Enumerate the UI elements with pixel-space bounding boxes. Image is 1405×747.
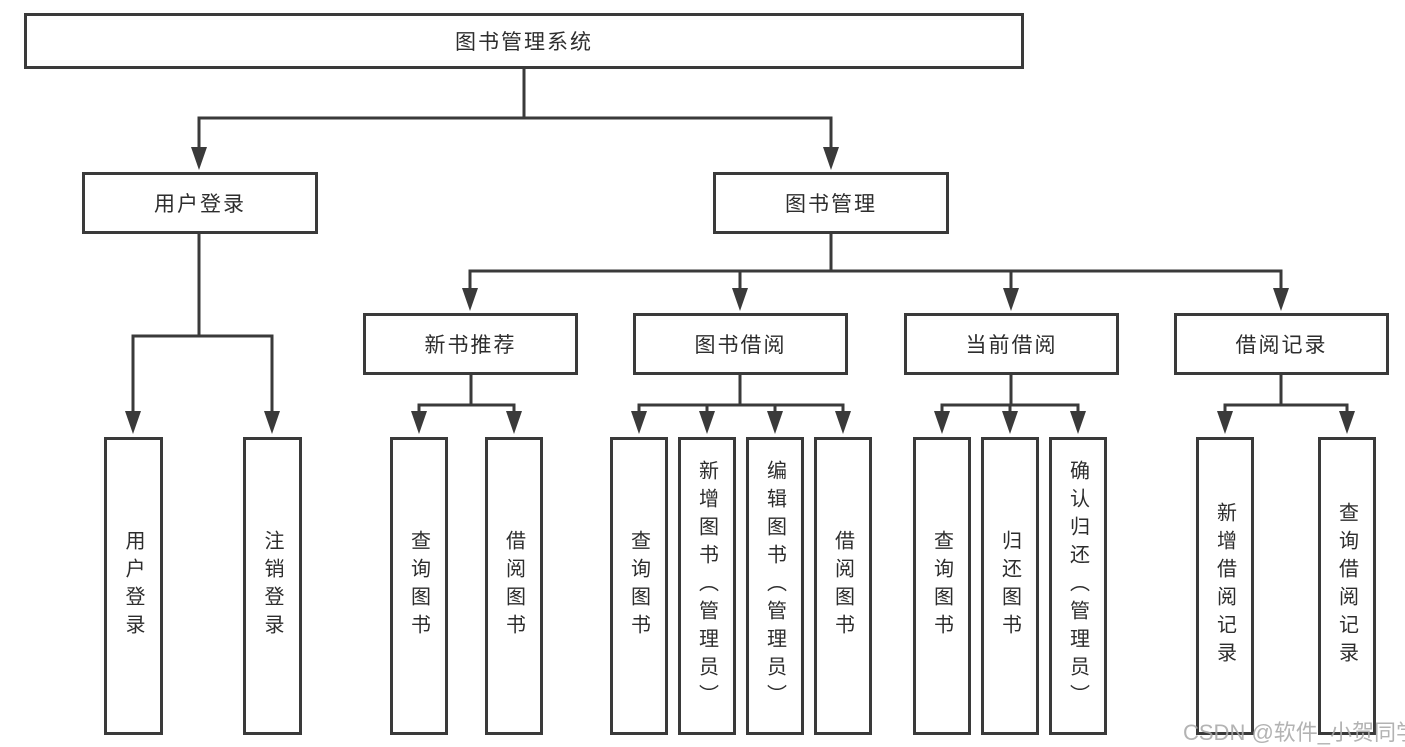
node-label: 归还图书	[998, 530, 1021, 642]
node-label: 查询借阅记录	[1335, 502, 1358, 670]
node-label: 借阅记录	[1235, 334, 1328, 357]
node-current-borrowing: 当前借阅	[904, 313, 1119, 375]
node-label: 当前借阅	[965, 334, 1058, 357]
leaf-query-borrow-record: 查询借阅记录	[1318, 437, 1376, 735]
leaf-query-books-recommend: 查询图书	[390, 437, 448, 735]
node-label: 用户登录	[122, 530, 144, 642]
node-book-management: 图书管理	[713, 172, 949, 234]
node-user-login: 用户登录	[82, 172, 318, 234]
node-label: 借阅图书	[502, 530, 525, 642]
leaf-borrow-books-borrowing: 借阅图书	[814, 437, 872, 735]
node-label: 新增借阅记录	[1213, 502, 1236, 670]
leaf-logout: 注销登录	[243, 437, 302, 735]
leaf-add-books-admin: 新增图书（管理员）	[678, 437, 736, 735]
node-label: 用户登录	[154, 193, 246, 216]
node-label: 新增图书（管理员）	[695, 460, 718, 712]
leaf-user-login: 用户登录	[104, 437, 163, 735]
node-label: 图书借阅	[694, 334, 787, 357]
node-label: 新书推荐	[424, 334, 517, 357]
leaf-edit-books-admin: 编辑图书（管理员）	[746, 437, 804, 735]
node-label: 注销登录	[261, 530, 283, 642]
node-book-borrowing: 图书借阅	[633, 313, 848, 375]
leaf-confirm-return-admin: 确认归还（管理员）	[1049, 437, 1107, 735]
node-new-book-recommendation: 新书推荐	[363, 313, 578, 375]
node-book-management-system: 图书管理系统	[24, 13, 1024, 69]
leaf-query-books-borrowing: 查询图书	[610, 437, 668, 735]
leaf-return-books: 归还图书	[981, 437, 1039, 735]
node-label: 编辑图书（管理员）	[763, 460, 786, 712]
leaf-query-books-current: 查询图书	[913, 437, 971, 735]
node-label: 查询图书	[627, 530, 650, 642]
watermark: CSDN @软件_小贺同学	[1183, 720, 1405, 745]
node-label: 图书管理系统	[455, 31, 593, 54]
node-label: 查询图书	[930, 530, 953, 642]
node-label: 图书管理	[785, 193, 877, 216]
node-label: 查询图书	[407, 530, 430, 642]
leaf-borrow-books-recommend: 借阅图书	[485, 437, 543, 735]
node-borrowing-records: 借阅记录	[1174, 313, 1389, 375]
node-label: 确认归还（管理员）	[1066, 460, 1089, 712]
node-label: 借阅图书	[831, 530, 854, 642]
leaf-add-borrow-record: 新增借阅记录	[1196, 437, 1254, 735]
